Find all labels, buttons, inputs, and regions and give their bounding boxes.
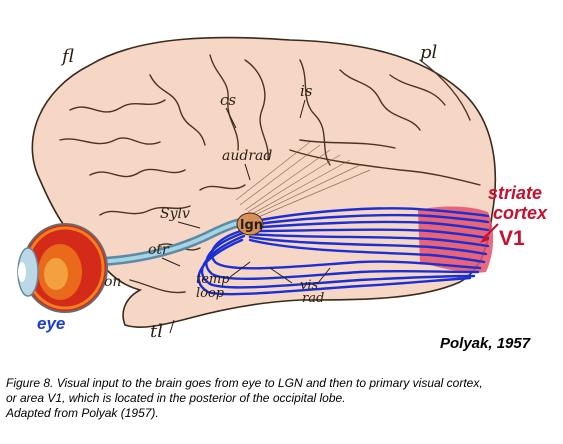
label-cs: cs [220, 91, 236, 109]
leader-lines [161, 99, 331, 334]
label-is: is [300, 82, 313, 100]
caption-line-1: Figure 8. Visual input to the brain goes… [6, 376, 483, 390]
label-sylv: Sylv [160, 206, 190, 222]
label-rad: rad [302, 291, 324, 306]
label-on: on [104, 274, 121, 290]
label-pl: pl [420, 42, 438, 63]
label-vis: vis [300, 278, 319, 293]
label-aud-rad: audrad [222, 148, 272, 164]
auditory-radiation [235, 141, 371, 219]
credit-label: Polyak, 1957 [440, 335, 531, 352]
eye-label: eye [37, 314, 65, 333]
lgn-node: lgn [236, 212, 264, 236]
eyeball [17, 223, 108, 313]
striate-label-line1: striate [488, 183, 542, 203]
figure-caption: Figure 8. Visual input to the brain goes… [6, 376, 558, 421]
optic-radiation [197, 207, 490, 296]
label-loop: loop [196, 286, 225, 301]
caption-line-3: Adapted from Polyak (1957). [6, 406, 159, 420]
label-temp: temp [196, 272, 230, 287]
label-tl: tl [150, 321, 163, 342]
label-fl: fl [60, 46, 74, 67]
striate-label-line2: cortex [493, 203, 548, 223]
lgn-label: lgn [240, 218, 263, 233]
caption-line-2: or area V1, which is located in the post… [6, 391, 346, 405]
label-otr: otr [148, 242, 170, 258]
brain-gyri [59, 54, 481, 294]
v1-label: V1 [499, 227, 525, 250]
